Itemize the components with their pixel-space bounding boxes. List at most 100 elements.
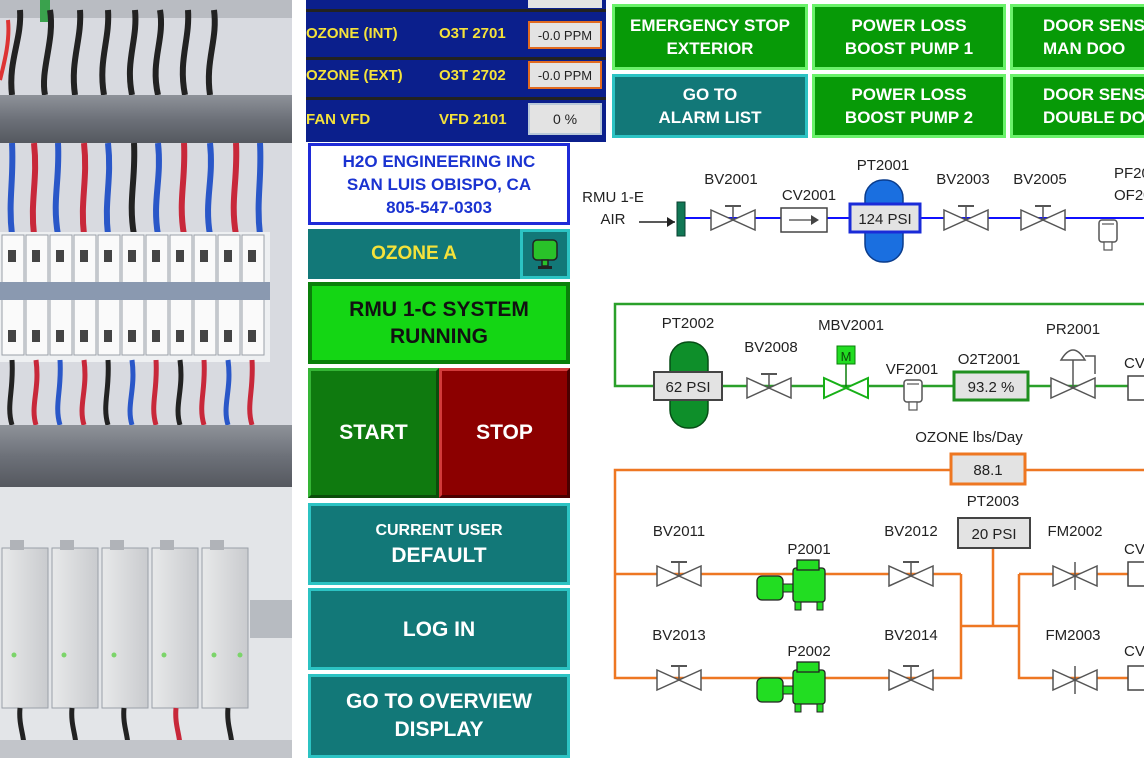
p2002-tag: P2002	[787, 643, 830, 660]
fm2003-tag: FM2003	[1045, 627, 1100, 644]
bv2012-valve-icon[interactable]	[888, 561, 934, 587]
ozone-ext-label: OZONE (EXT)	[306, 67, 403, 84]
status-row-divider	[306, 97, 606, 100]
cabinet-illustration	[0, 0, 292, 758]
pt2001-reading: 124 PSI	[858, 211, 911, 228]
current-user-name: DEFAULT	[391, 543, 487, 567]
pt2001-tag: PT2001	[857, 157, 910, 174]
air-inlet-fitting	[676, 201, 686, 237]
pr2001-regulator-icon[interactable]	[1050, 349, 1096, 400]
bv2008-tag: BV2008	[744, 339, 797, 356]
pt2002-tag: PT2002	[662, 315, 715, 332]
cv-partial-box	[1127, 375, 1144, 401]
ozone-int-label: OZONE (INT)	[306, 25, 398, 42]
status-row-divider	[306, 57, 606, 60]
bv2003-valve-icon[interactable]	[943, 205, 989, 231]
cv2001-tag: CV2001	[782, 187, 836, 204]
ozone-int-value: -0.0 PPM	[528, 21, 602, 49]
bv2001-tag: BV2001	[704, 171, 757, 188]
ozone-lbs-tag: OZONE lbs/Day	[915, 429, 1023, 446]
mbv2001-tag: MBV2001	[818, 317, 884, 334]
fan-vfd-tag: VFD 2101	[439, 111, 507, 128]
p2001-pump-icon[interactable]	[756, 559, 826, 611]
fm2003-flowmeter-icon[interactable]	[1052, 666, 1098, 694]
start-button[interactable]: START	[308, 368, 439, 498]
status-lamp-icon	[532, 239, 558, 269]
cv2001-check-valve-icon[interactable]	[780, 207, 828, 233]
current-user-panel[interactable]: CURRENT USER DEFAULT	[308, 503, 570, 585]
mbv2001-motor-valve-icon[interactable]: M	[823, 345, 869, 400]
of-partial-tag: OF200	[1114, 187, 1144, 204]
air-source-label-1: RMU 1-E	[582, 189, 644, 206]
log-in-button[interactable]: LOG IN	[308, 588, 570, 670]
unit-status-indicator[interactable]	[520, 229, 570, 279]
company-info: H2O ENGINEERING INC SAN LUIS OBISPO, CA …	[308, 143, 570, 225]
company-city: SAN LUIS OBISPO, CA	[346, 174, 532, 194]
pt2003-readout-box	[957, 517, 1031, 549]
pt2003-reading: 20 PSI	[971, 526, 1016, 543]
unit-label: OZONE A	[371, 243, 457, 264]
pt2003-tag: PT2003	[967, 493, 1020, 510]
pf-partial-tag: PF200	[1114, 165, 1144, 182]
fm2002-flowmeter-icon[interactable]	[1052, 562, 1098, 590]
bv2011-tag: BV2011	[653, 523, 705, 540]
top-value-box	[528, 0, 602, 8]
bv2014-tag: BV2014	[884, 627, 937, 644]
bv2008-valve-icon[interactable]	[746, 373, 792, 399]
start-label: START	[339, 421, 408, 444]
p2002-pump-icon[interactable]	[756, 661, 826, 713]
system-status-line2: RUNNING	[390, 325, 488, 348]
current-user-caption: CURRENT USER	[375, 521, 503, 539]
fan-vfd-label: FAN VFD	[306, 111, 371, 128]
vf2001-tag: VF2001	[886, 361, 939, 378]
bv2013-tag: BV2013	[652, 627, 705, 644]
p2001-tag: P2001	[787, 541, 830, 558]
bv2014-valve-icon[interactable]	[888, 665, 934, 691]
ozone-lbs-reading: 88.1	[973, 462, 1002, 479]
fm2002-tag: FM2002	[1047, 523, 1102, 540]
electrical-cabinet-photo	[0, 0, 292, 758]
pt2001-readout-box	[848, 202, 922, 234]
cv-partial-tag-1: CV	[1124, 355, 1144, 372]
process-diagram: RMU 1-E AIR BV2001 CV2001 PT2001 124 PSI…	[582, 157, 1144, 713]
cv-partial-box	[1127, 561, 1144, 587]
pr2001-tag: PR2001	[1046, 321, 1100, 338]
photo-separator	[292, 0, 306, 758]
company-name: H2O ENGINEERING INC	[342, 151, 536, 171]
air-source-label-2: AIR	[600, 211, 625, 228]
o2t2001-tag: O2T2001	[958, 351, 1021, 368]
stop-button[interactable]: STOP	[439, 368, 570, 498]
bv2003-tag: BV2003	[936, 171, 989, 188]
cv-partial-box	[1127, 665, 1144, 691]
status-row-divider	[306, 9, 606, 12]
pt2002-readout-box	[653, 371, 723, 401]
o2t2001-readout-box	[952, 370, 1030, 402]
vf2001-filter-icon	[903, 379, 923, 411]
goto-overview-button[interactable]: GO TO OVERVIEW DISPLAY	[308, 674, 570, 758]
ozone-ext-value: -0.0 PPM	[528, 61, 602, 89]
stop-label: STOP	[476, 421, 533, 444]
goto-overview-line2: DISPLAY	[394, 718, 484, 741]
bv2013-valve-icon[interactable]	[656, 665, 702, 691]
o2t2001-reading: 93.2 %	[968, 379, 1015, 396]
bv2011-valve-icon[interactable]	[656, 561, 702, 587]
goto-overview-line1: GO TO OVERVIEW	[346, 690, 532, 713]
ozone-int-tag: O3T 2701	[439, 25, 506, 42]
system-status-line1: RMU 1-C SYSTEM	[349, 298, 529, 321]
log-in-label: LOG IN	[402, 617, 476, 641]
hmi-screen: OZONE (INT) O3T 2701 -0.0 PPM OZONE (EXT…	[306, 0, 1144, 758]
pt2002-reading: 62 PSI	[665, 379, 710, 396]
bv2005-valve-icon[interactable]	[1020, 205, 1066, 231]
ozone-ext-tag: O3T 2702	[439, 67, 506, 84]
system-status: RMU 1-C SYSTEM RUNNING	[308, 282, 570, 364]
motor-m-label: M	[841, 349, 852, 364]
bv2012-tag: BV2012	[884, 523, 937, 540]
bv2001-valve-icon[interactable]	[710, 205, 756, 231]
cv-partial-tag-2: CV	[1124, 541, 1144, 558]
